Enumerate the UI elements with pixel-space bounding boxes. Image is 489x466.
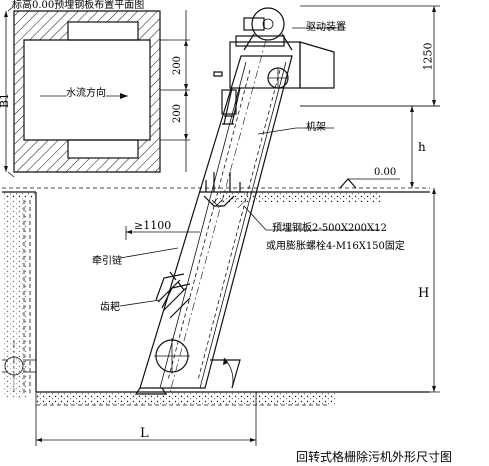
- drive-unit-label: 驱动装置: [306, 22, 346, 33]
- leaders: [119, 27, 380, 307]
- dim-l: L: [140, 426, 149, 441]
- embedded-plate-label: 预埋钢板2-500X200X12: [272, 223, 387, 234]
- dim-h-big: H: [418, 286, 430, 301]
- machine-frame: [134, 7, 335, 395]
- water-flow-label: 水流方向: [66, 84, 106, 99]
- ground: [2, 178, 430, 406]
- dim-ge1100: ≥1100: [134, 219, 172, 232]
- rake-teeth-label: 齿耙: [100, 302, 120, 313]
- guide-chain-label: 牵引链: [92, 256, 122, 267]
- level-label: 0.00: [374, 167, 397, 178]
- plan-view: [4, 5, 190, 178]
- caption: 回转式格栅除污机外形尺寸图: [296, 450, 453, 464]
- dimension-lines: [35, 5, 440, 446]
- dim-b1: B1: [0, 92, 12, 109]
- dim-h-small: h: [418, 140, 426, 154]
- frame-label: 机架: [306, 122, 326, 133]
- dim-200-bottom: 200: [172, 103, 184, 124]
- plan-title: 标高0.00预埋钢板布置平面图: [12, 0, 145, 11]
- dim-1250: 1250: [421, 42, 435, 71]
- dim-200-top: 200: [172, 55, 184, 76]
- rake-teeth: [155, 271, 191, 319]
- bolts-label: 或用膨胀螺栓4-M16X150固定: [266, 241, 405, 252]
